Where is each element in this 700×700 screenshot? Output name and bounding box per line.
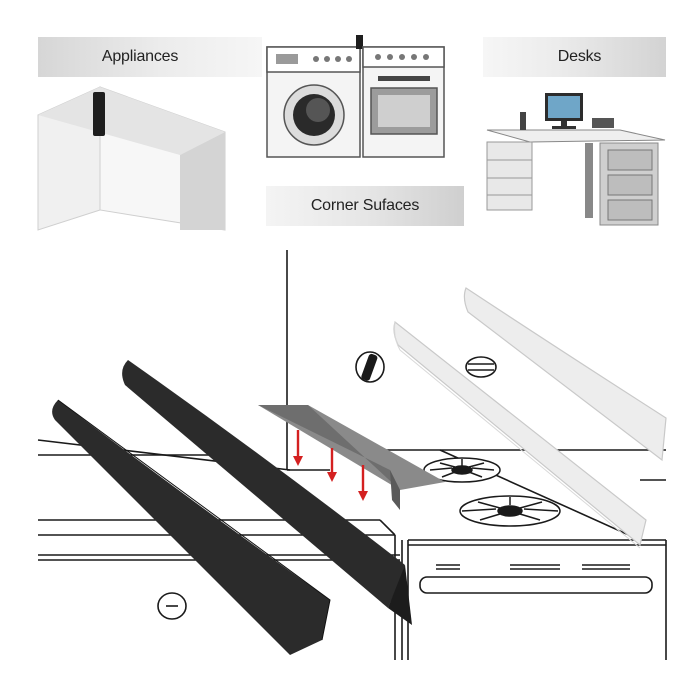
- appliances-label-bar: Appliances: [38, 37, 262, 77]
- appliances-label: Appliances: [101, 48, 179, 65]
- corner-surfaces-label-bar: Corner Sufaces: [266, 186, 464, 226]
- washer-image: [266, 35, 363, 158]
- black-gap-strip: [52, 399, 331, 655]
- oven-image: [362, 46, 445, 158]
- desks-label: Desks: [557, 48, 602, 65]
- black-gap-strip-2: [122, 360, 412, 625]
- gray-tee-strip: [258, 405, 445, 510]
- desk-image: [486, 93, 666, 226]
- white-gap-strip: [393, 320, 647, 549]
- burner-icon: [423, 457, 561, 527]
- knob-icon: [157, 351, 497, 620]
- white-gap-strip-2: [463, 287, 667, 462]
- appliances-corner-image: [37, 86, 226, 231]
- corner-surfaces-label: Corner Sufaces: [310, 197, 420, 214]
- desks-label-bar: Desks: [483, 37, 666, 77]
